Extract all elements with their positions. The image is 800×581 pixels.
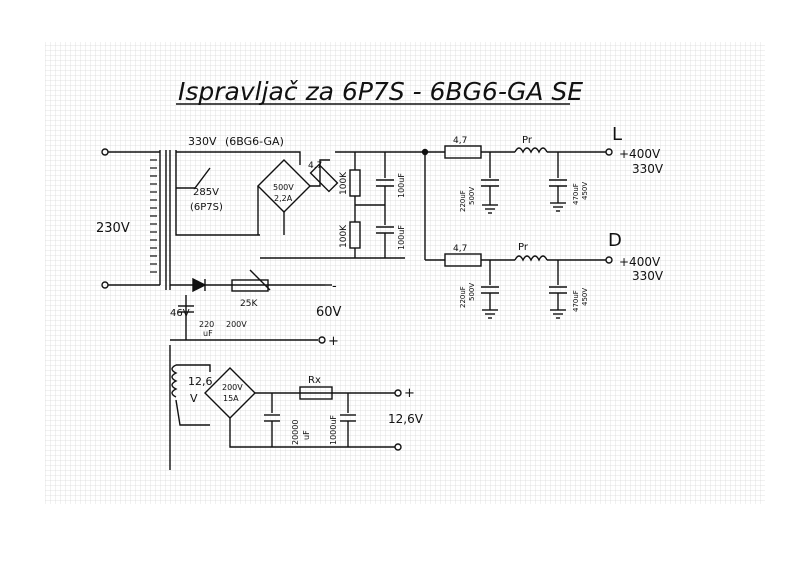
resistor-100k-bottom-label: 100K xyxy=(339,224,349,248)
choke-D-label: Pr xyxy=(518,242,529,253)
resistor-100k-top-label: 100K xyxy=(339,171,349,195)
resistor-4-7 xyxy=(309,163,339,193)
bridge1-current-label: 2,2A xyxy=(274,194,293,203)
output-L-voltage-1: +400V xyxy=(619,147,661,161)
cap-D2-value: 470uF xyxy=(572,290,580,312)
filament-output-label: 12,6V xyxy=(388,412,424,426)
cap-L2-value: 470uF xyxy=(572,183,580,205)
bias-pot-label: 25K xyxy=(240,299,258,309)
bias-cap-voltage-label: 200V xyxy=(226,320,247,329)
bridge2-current-label: 15A xyxy=(223,394,239,403)
output-L-terminal xyxy=(605,148,613,156)
title: Ispravljač za 6P7S - 6BG6-GA SE xyxy=(178,77,583,106)
filament-minus-terminal xyxy=(394,443,402,451)
bias-plus-terminal xyxy=(318,336,326,344)
circuit-wires xyxy=(101,145,613,470)
filament-cap2-label: 1000uF xyxy=(329,415,338,445)
choke-L xyxy=(514,147,548,154)
cap-L1-voltage: 500V xyxy=(468,187,476,205)
tap-285-tube-label: (6P7S) xyxy=(190,202,223,213)
bias-potentiometer xyxy=(231,279,269,292)
tap-330-tube-label: (6BG6-GA) xyxy=(225,135,284,148)
cap-D1-voltage: 500V xyxy=(468,283,476,301)
cap-L2-voltage: 450V xyxy=(581,182,589,200)
cap-L1-value: 220uF xyxy=(459,190,467,212)
tap-330-label: 330V xyxy=(188,135,217,148)
output-L-voltage-2: 330V xyxy=(632,162,664,176)
choke-L-label: Pr xyxy=(522,135,533,146)
bridge2-voltage-label: 200V xyxy=(222,383,243,392)
filament-voltage-label: 12,6 xyxy=(188,375,213,388)
filament-plus-terminal xyxy=(394,389,402,397)
output-D-voltage-1: +400V xyxy=(619,255,661,269)
resistor-rx xyxy=(299,386,333,400)
mains-label: 230V xyxy=(96,221,130,236)
resistor-D-label: 4,7 xyxy=(453,244,467,254)
output-D-voltage-2: 330V xyxy=(632,269,664,283)
transformer-primary xyxy=(150,159,157,273)
resistor-rx-label: Rx xyxy=(308,375,321,386)
output-D-terminal xyxy=(605,256,613,264)
bias-cap-label: 220 xyxy=(199,320,214,329)
left-channel-label: L xyxy=(612,124,622,145)
resistor-L-label: 4,7 xyxy=(453,136,467,146)
cap-100uf-a-label: 100uF xyxy=(397,173,406,198)
graph-paper xyxy=(45,42,765,504)
bias-minus-label: - xyxy=(332,279,337,294)
cap-D2-voltage: 450V xyxy=(581,288,589,306)
bias-voltage-label: 46V xyxy=(170,308,190,319)
series-resistor-label: 4,7 xyxy=(308,161,322,171)
cap-100uf-b-label: 100uF xyxy=(397,225,406,250)
bias-output-label: 60V xyxy=(316,305,342,320)
cap-D1-value: 220uF xyxy=(459,286,467,308)
filament-cap1-unit: uF xyxy=(302,430,311,440)
filament-cap1-label: 20000 xyxy=(291,420,300,445)
filament-plus-label: + xyxy=(404,386,415,401)
choke-D xyxy=(514,255,548,262)
bias-plus-label: + xyxy=(328,334,339,349)
filament-winding xyxy=(171,364,178,398)
filament-unit-label: V xyxy=(190,392,198,405)
right-channel-label: D xyxy=(608,230,622,251)
bias-cap-unit-label: uF xyxy=(203,329,213,338)
tap-285-label: 285V xyxy=(193,187,219,198)
bridge1-voltage-label: 500V xyxy=(273,183,294,192)
